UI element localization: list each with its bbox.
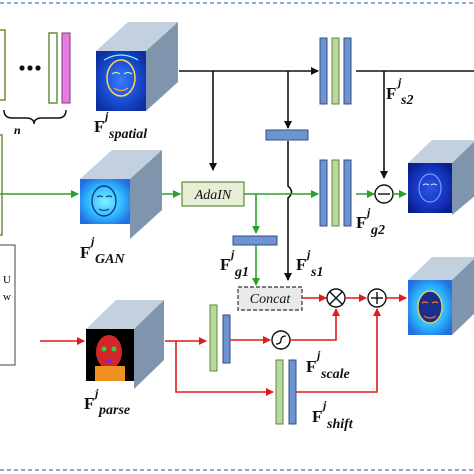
svg-text:F: F bbox=[80, 243, 90, 262]
cube-f-gan bbox=[80, 150, 162, 239]
svg-text:j: j bbox=[321, 398, 327, 412]
svg-text:F: F bbox=[296, 255, 306, 274]
svg-text:g2: g2 bbox=[370, 223, 385, 238]
svg-text:parse: parse bbox=[98, 403, 130, 418]
cube-out-final bbox=[408, 257, 474, 335]
svg-text:F: F bbox=[220, 255, 230, 274]
svg-text:j: j bbox=[305, 247, 311, 261]
sigmoid-icon bbox=[271, 330, 291, 350]
svg-text:s2: s2 bbox=[400, 93, 413, 108]
svg-text:F: F bbox=[356, 213, 366, 232]
label-f-g2: F j g2 bbox=[356, 205, 385, 238]
n-label: n bbox=[14, 123, 21, 137]
label-f-scale: F j scale bbox=[306, 348, 350, 382]
svg-text:spatial: spatial bbox=[108, 127, 147, 142]
svg-text:j: j bbox=[365, 205, 371, 219]
svg-text:j: j bbox=[396, 75, 402, 89]
feature-block-s1 bbox=[265, 129, 309, 141]
brace bbox=[3, 109, 67, 125]
svg-text:F: F bbox=[312, 407, 322, 426]
adain-label: AdaIN bbox=[194, 188, 232, 203]
ellipsis-icon bbox=[19, 65, 41, 71]
cube-f-parse bbox=[86, 300, 164, 389]
side-text-2: w bbox=[3, 291, 11, 303]
circle-plus-icon bbox=[367, 288, 387, 308]
svg-text:j: j bbox=[89, 234, 95, 248]
arrow-s1-to-concat bbox=[284, 141, 293, 281]
feature-block-g1 bbox=[232, 235, 278, 246]
concat-label: Concat bbox=[250, 292, 292, 307]
label-f-gan: F j GAN bbox=[80, 234, 125, 267]
svg-text:j: j bbox=[229, 247, 235, 261]
svg-text:F: F bbox=[386, 84, 396, 103]
left-edge-block bbox=[0, 29, 6, 101]
circle-times-icon bbox=[326, 288, 346, 308]
circle-minus-icon bbox=[374, 184, 394, 204]
svg-text:F: F bbox=[84, 394, 94, 413]
svg-text:GAN: GAN bbox=[95, 252, 125, 267]
svg-text:j: j bbox=[93, 386, 99, 400]
feature-stack-shift bbox=[275, 359, 297, 425]
encoder-layer-green bbox=[48, 32, 58, 104]
label-f-spatial: F j spatial bbox=[94, 109, 147, 142]
svg-text:g1: g1 bbox=[234, 265, 249, 280]
arrow-sigmoid-to-times bbox=[290, 308, 340, 341]
svg-text:s1: s1 bbox=[310, 265, 323, 280]
svg-text:shift: shift bbox=[326, 417, 354, 432]
left-side-panel bbox=[0, 244, 16, 366]
cube-f-spatial bbox=[96, 22, 178, 111]
left-edge-block-2 bbox=[0, 134, 3, 236]
arrow-parse-to-shift bbox=[175, 341, 274, 396]
encoder-layer-pink bbox=[61, 32, 71, 104]
label-f-s2: F j s2 bbox=[386, 75, 413, 108]
svg-text:F: F bbox=[306, 357, 316, 376]
label-f-s1: F j s1 bbox=[296, 247, 323, 280]
label-f-parse: F j parse bbox=[84, 386, 130, 418]
feature-stack-parse bbox=[209, 304, 231, 372]
label-f-shift: F j shift bbox=[312, 398, 354, 432]
cube-out-g2 bbox=[408, 140, 474, 215]
arrow-shift-to-plus bbox=[296, 308, 381, 393]
label-f-g1: F j g1 bbox=[220, 247, 249, 280]
side-text-1: U bbox=[3, 274, 11, 286]
svg-text:j: j bbox=[315, 348, 321, 362]
svg-text:F: F bbox=[94, 117, 104, 136]
svg-text:scale: scale bbox=[320, 367, 350, 382]
feature-stack-g2 bbox=[319, 159, 352, 227]
feature-stack-s2 bbox=[319, 37, 352, 105]
svg-text:j: j bbox=[103, 109, 109, 123]
